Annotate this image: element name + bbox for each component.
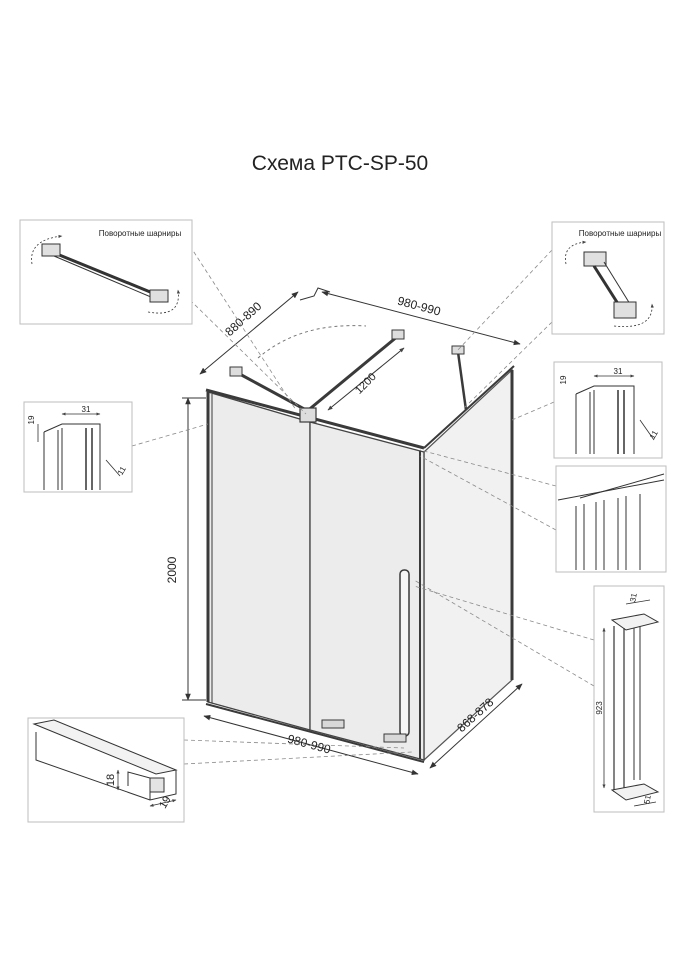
support-brace-left	[235, 370, 307, 412]
handle-top-dim: 31	[628, 592, 639, 603]
hinge-caption-right: Поворотные шарниры	[579, 229, 662, 238]
side-panel	[423, 368, 513, 762]
detail-hinge-left: Поворотные шарниры	[19, 219, 193, 325]
dim-depth-top-label: 880-890	[222, 299, 264, 339]
profile-right-width: 31	[614, 367, 623, 376]
rail-width-dim: 19	[157, 794, 174, 811]
rail-height-dim: 18	[105, 774, 117, 786]
support-brace-ceiling	[305, 334, 399, 414]
leader-lines	[131, 245, 595, 765]
handle-bottom-dim: 51	[642, 794, 653, 805]
fixed-glass-panel	[207, 391, 311, 731]
profile-left-height: 19	[27, 415, 36, 424]
support-brace-right	[456, 351, 468, 411]
door-handle	[399, 569, 410, 737]
profile-left-width: 31	[82, 405, 91, 414]
detail-profile-left: 31 19 11	[23, 401, 133, 493]
detail-corner-junction	[555, 465, 667, 573]
detail-profile-right: 31 19 11	[553, 361, 663, 459]
shower-enclosure	[205, 329, 515, 763]
dim-width-top-label: 980-990	[396, 294, 442, 319]
dimension-lines	[182, 287, 523, 776]
handle-length-dim: 923	[595, 701, 604, 715]
sliding-door-panel	[309, 421, 425, 761]
detail-bottom-rail: 18 19	[27, 717, 185, 823]
detail-hinge-right: Поворотные шарниры	[551, 221, 665, 335]
hinge-caption-left: Поворотные шарниры	[99, 229, 182, 238]
detail-handle: 31 923 51	[593, 585, 665, 813]
dim-height-label: 2000	[165, 556, 179, 583]
dim-brace-label: 1200	[353, 371, 379, 397]
page-title: Схема PTC-SP-50	[252, 152, 428, 175]
profile-right-height: 19	[559, 375, 568, 384]
